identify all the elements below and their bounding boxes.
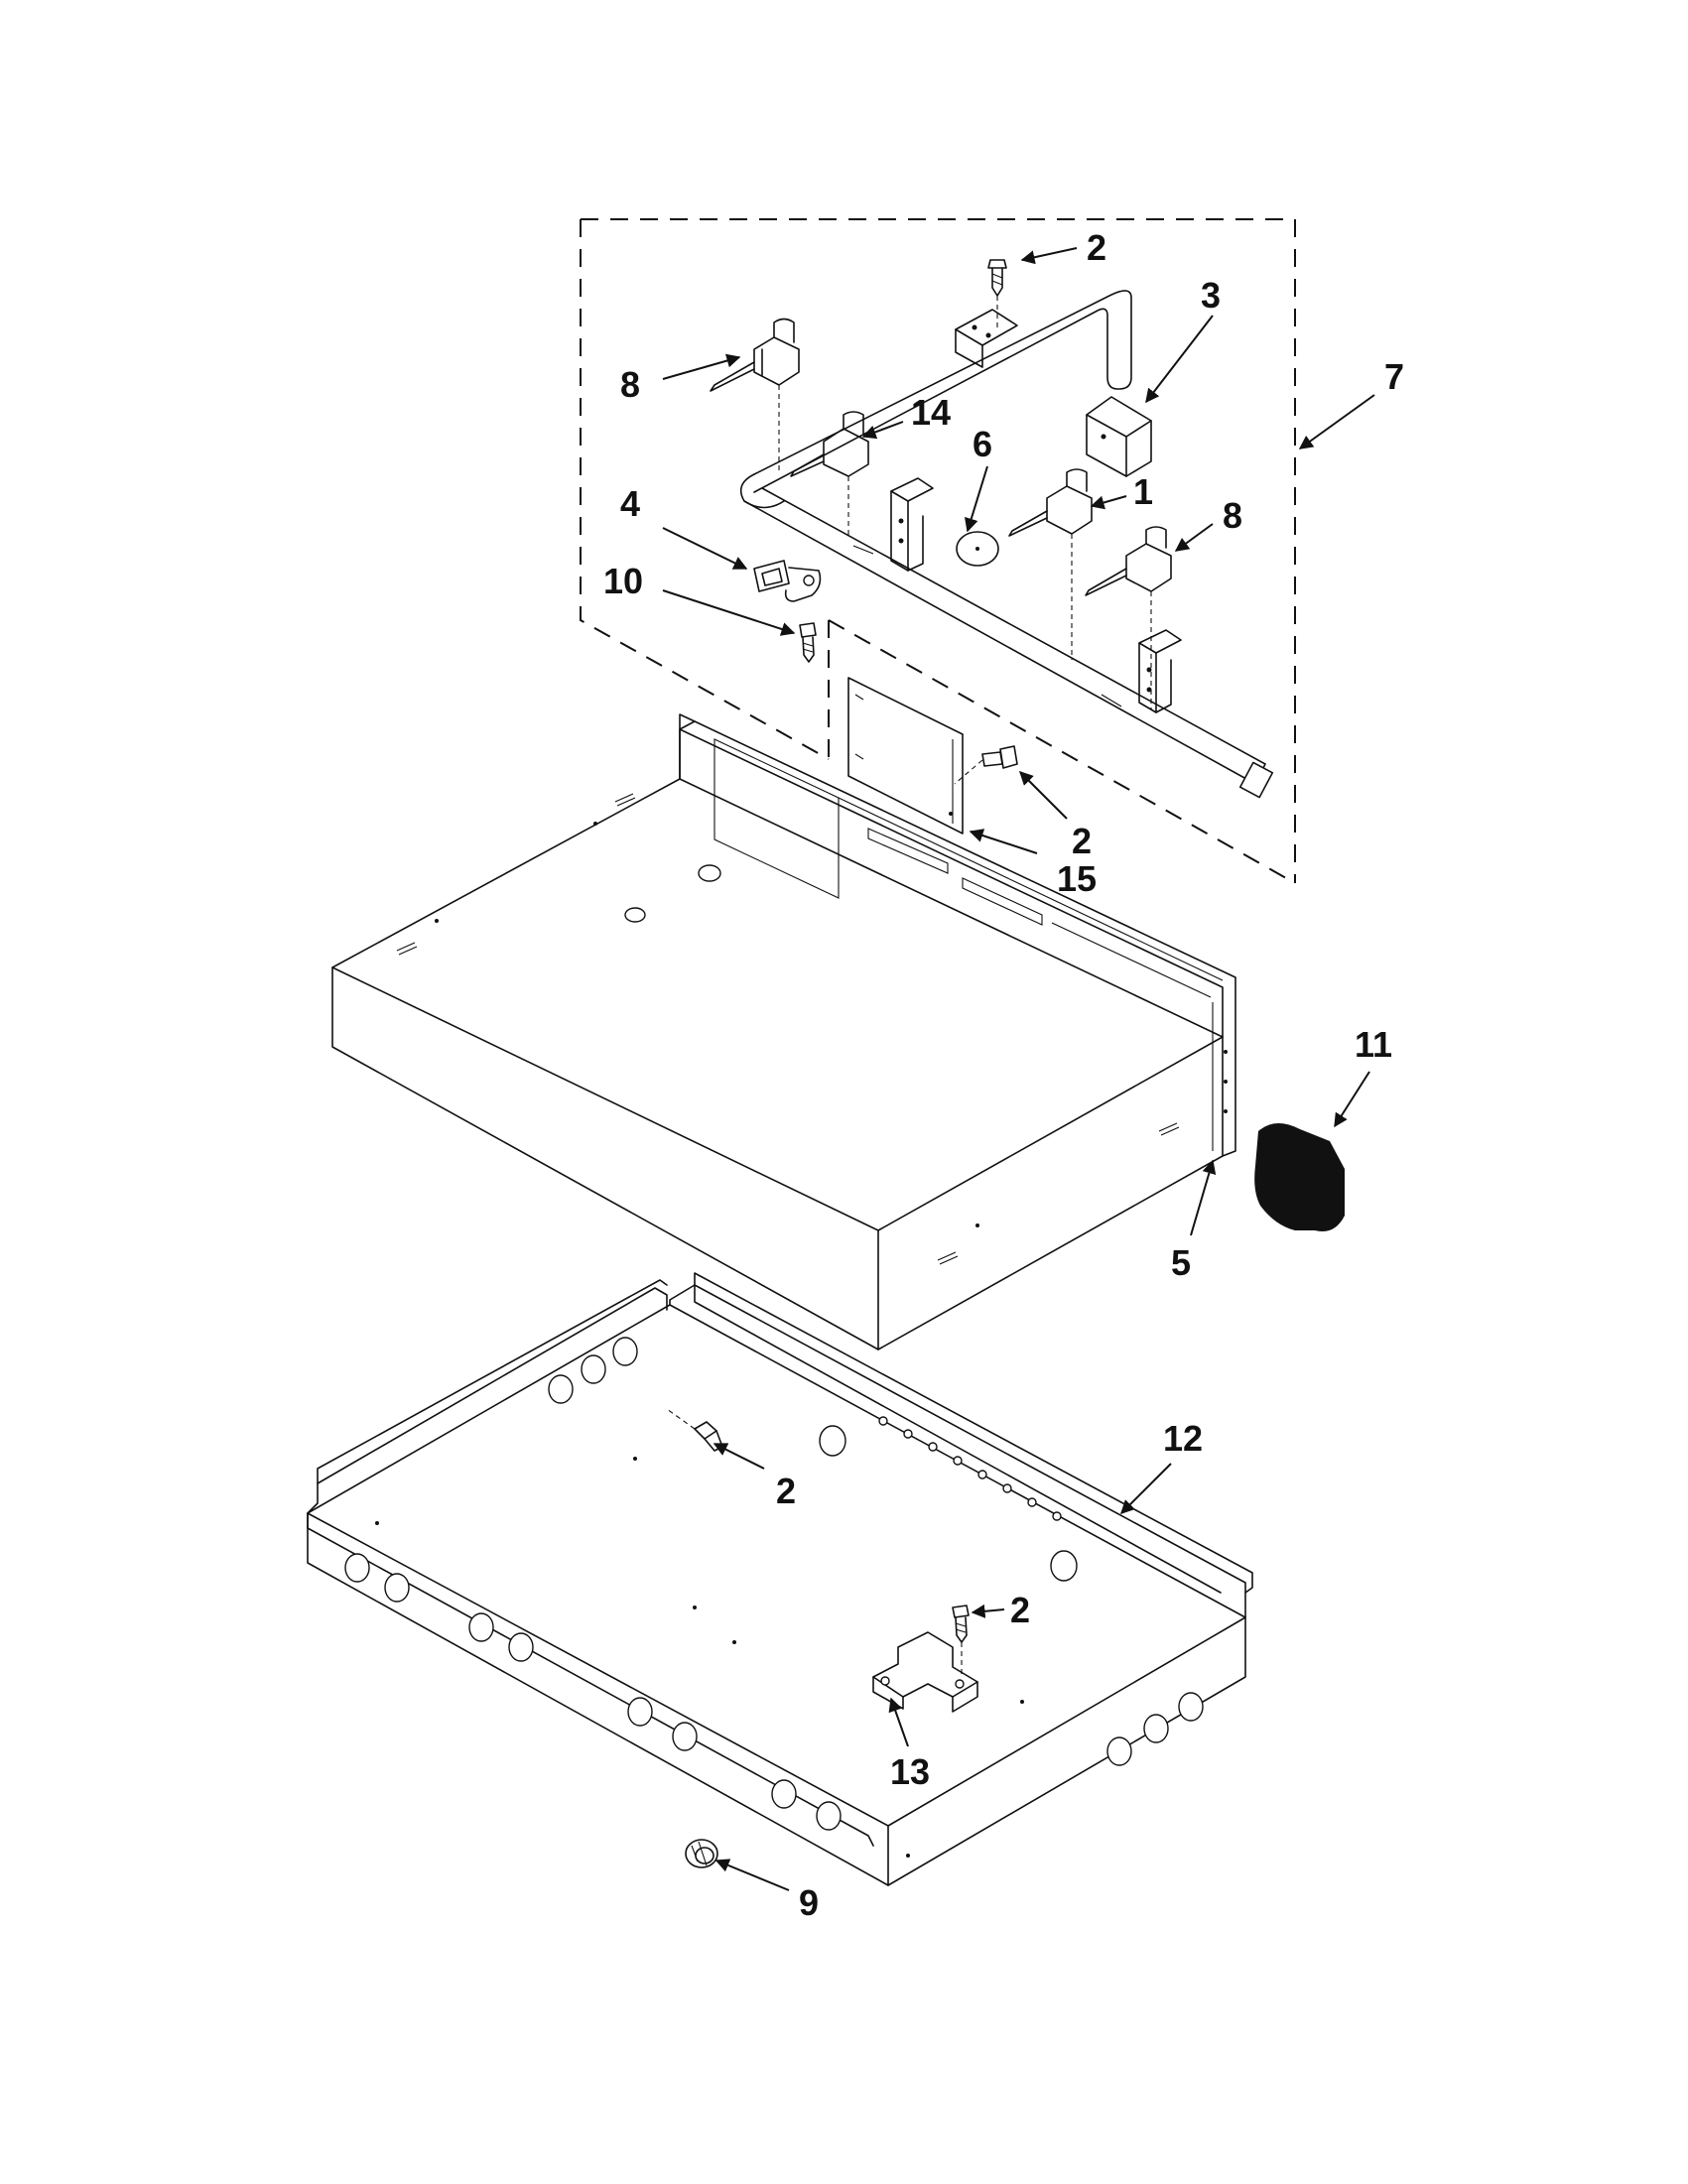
- callout-7: 7: [1384, 356, 1404, 397]
- burner-valve-center-left: [790, 411, 869, 536]
- callout-1: 1: [1133, 471, 1153, 512]
- manifold-bracket-top: [955, 309, 1018, 368]
- callout-15: 15: [1057, 858, 1097, 899]
- callout-6: 6: [973, 424, 992, 464]
- access-cover-plate: [847, 677, 964, 835]
- callout-13: 13: [890, 1751, 930, 1792]
- callout-14: 14: [911, 392, 951, 433]
- burner-valve-right: [1085, 526, 1172, 709]
- screw-plate: [954, 745, 1018, 785]
- burner-valve-center: [1008, 468, 1093, 660]
- callout-12: 12: [1163, 1418, 1203, 1459]
- callout-labels: 2 3 7 8 14 6 1 8 4 10 2 15 11 5 12 2 2 1…: [603, 227, 1404, 1923]
- callout-2-top: 2: [1087, 227, 1106, 268]
- manifold-bracket-right: [1138, 629, 1182, 713]
- screw-chassis-left: [666, 1408, 723, 1452]
- mounting-bracket: [872, 1631, 978, 1713]
- callout-2-plate: 2: [1072, 821, 1092, 861]
- orifice-disk: [956, 531, 999, 567]
- manifold-bracket-middle: [890, 477, 934, 572]
- leveling-foot: [685, 1839, 718, 1868]
- pipe-clamp: [753, 560, 822, 602]
- burner-valve-left: [710, 318, 800, 474]
- callout-4: 4: [620, 483, 640, 524]
- callout-2-chassis-right: 2: [1010, 1590, 1030, 1630]
- rubber-cap: [1254, 1122, 1345, 1231]
- callout-5: 5: [1171, 1242, 1191, 1283]
- gas-manifold-pipe: [739, 290, 1274, 799]
- callout-8-left: 8: [620, 364, 640, 405]
- leader-lines: [662, 247, 1375, 1891]
- callout-8-right: 8: [1223, 495, 1242, 536]
- screw-chassis-right: [952, 1605, 970, 1677]
- screw-clamp: [799, 622, 817, 663]
- screw-top: [987, 259, 1007, 327]
- callout-3: 3: [1201, 275, 1221, 316]
- callout-10: 10: [603, 561, 643, 601]
- callout-2-chassis-left: 2: [776, 1471, 796, 1511]
- burner-box-tray: [331, 713, 1236, 1350]
- manifold-assembly-boundary: [580, 218, 1296, 884]
- callout-9: 9: [799, 1882, 819, 1923]
- valve-bracket: [1086, 396, 1152, 477]
- lower-chassis: [307, 1272, 1253, 1886]
- callout-11: 11: [1355, 1024, 1392, 1065]
